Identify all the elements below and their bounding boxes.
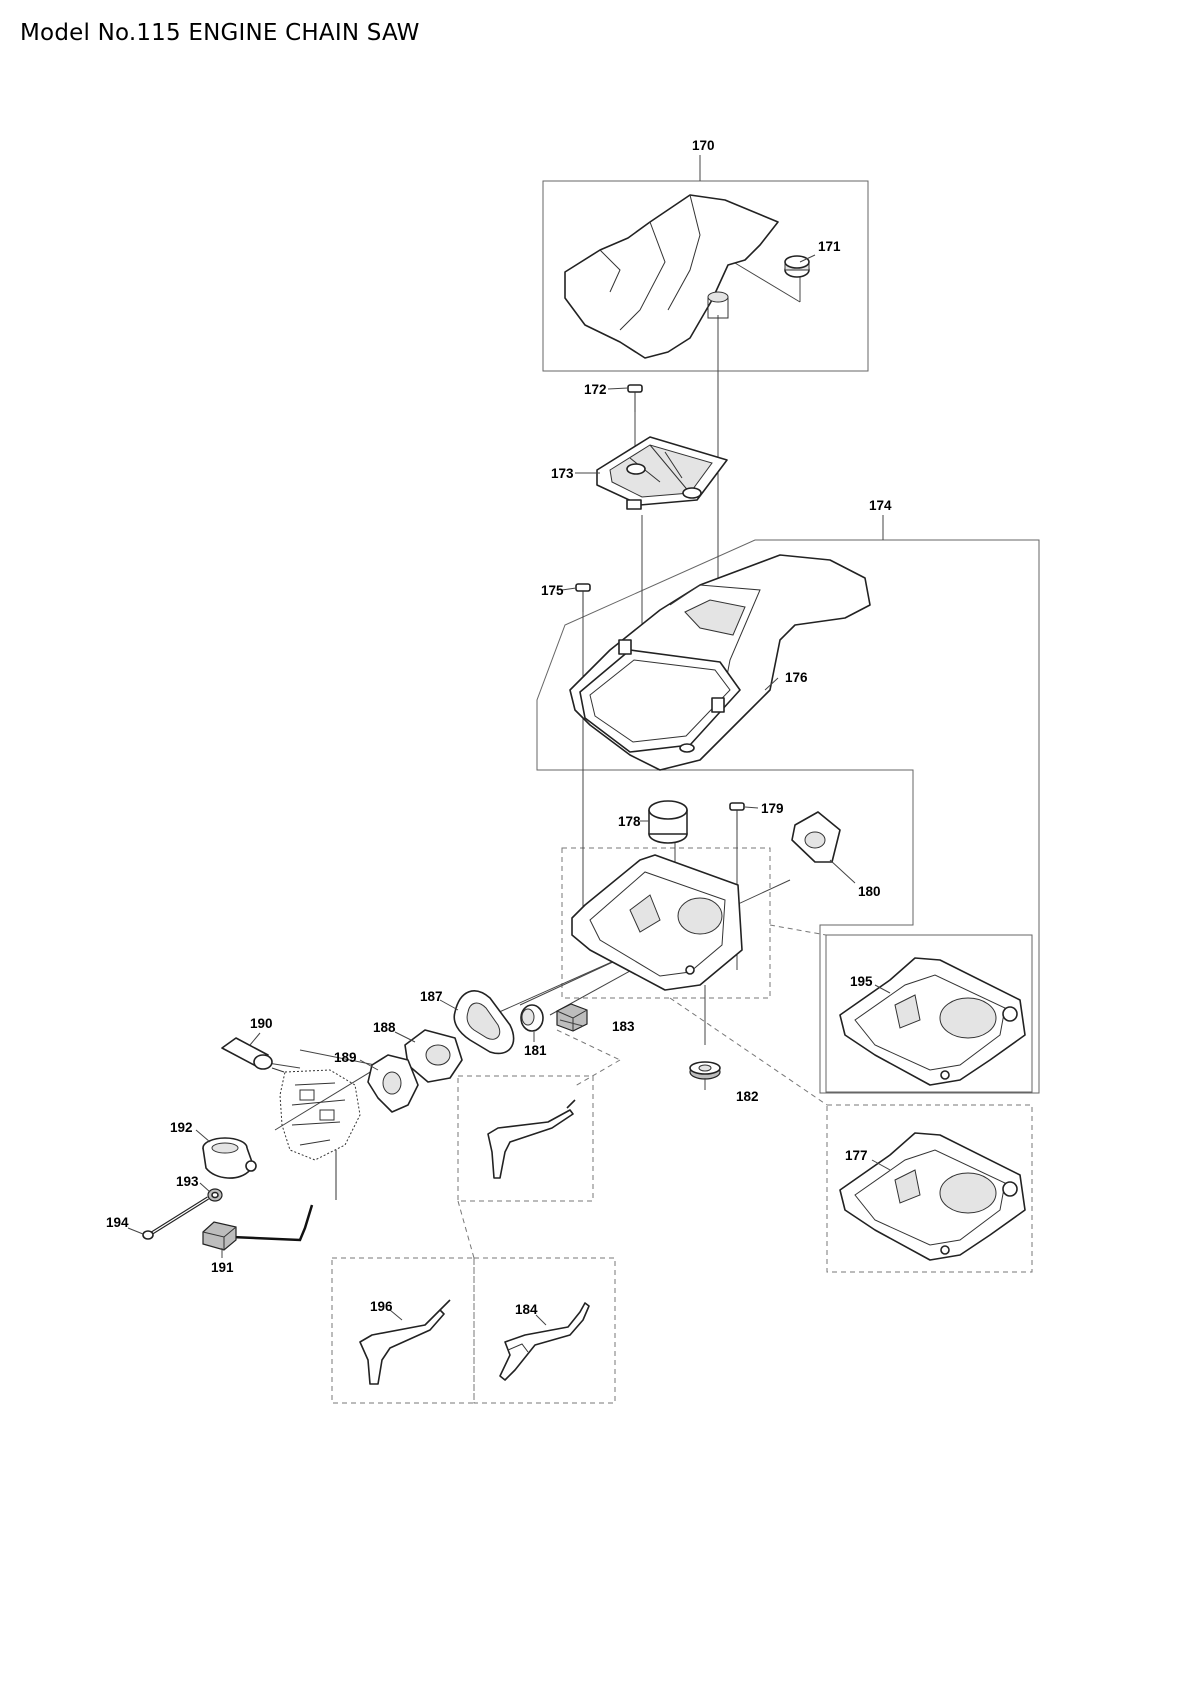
part-carburetor [279,1069,361,1200]
part-178-spacer [648,800,688,844]
label-192: 192 [170,1120,193,1135]
group-box-lever [457,1075,594,1202]
group-box-174 [536,515,1040,1094]
part-187-intake-boot [453,990,515,1055]
label-173: 173 [551,466,574,481]
label-180: 180 [858,884,881,899]
label-187: 187 [420,989,443,1004]
part-lever-boxed [487,1099,576,1179]
label-188: 188 [373,1020,396,1035]
part-177-base-housing [839,1132,1026,1261]
label-181: 181 [524,1043,547,1058]
label-176: 176 [785,670,808,685]
part-192-adapter [202,1137,257,1179]
part-173-air-filter [596,436,728,510]
label-179: 179 [761,801,784,816]
part-196-lever [359,1299,451,1385]
label-184: 184 [515,1302,538,1317]
label-172: 172 [584,382,607,397]
label-170: 170 [692,138,715,153]
page-title: Model No.115 ENGINE CHAIN SAW [20,20,420,46]
group-box-184 [473,1257,616,1404]
label-191: 191 [211,1260,234,1275]
part-188-flange [404,1029,463,1083]
label-182: 182 [736,1089,759,1104]
label-196: 196 [370,1299,393,1314]
part-180-gasket [791,811,841,863]
label-178: 178 [618,814,641,829]
label-175: 175 [541,583,564,598]
group-box-170 [542,155,869,372]
part-189-insulator [367,1054,419,1113]
part-175-screw [575,583,591,612]
label-190: 190 [250,1016,273,1031]
part-183-block [556,1003,588,1032]
part-170-top-cover [564,194,779,359]
label-195: 195 [850,974,873,989]
part-181-bushing [520,1004,544,1032]
part-intake-housing [571,854,743,991]
group-box-intake [561,847,771,999]
part-191-choke-rod [202,1204,314,1251]
part-171-knob [784,255,810,278]
label-193: 193 [176,1174,199,1189]
part-176-cylinder-cover [569,554,871,771]
label-189: 189 [334,1050,357,1065]
part-179-screw [729,802,745,830]
label-194: 194 [106,1215,129,1230]
part-182-grommet [689,1061,721,1080]
label-183: 183 [612,1019,635,1034]
part-194-bolt [142,1196,209,1240]
group-box-177 [826,1104,1033,1273]
label-174: 174 [869,498,892,513]
label-171: 171 [818,239,841,254]
part-184-lever [499,1302,590,1381]
part-190-fuel-line [221,1037,285,1073]
group-box-195 [825,934,1033,1093]
part-195-base-housing [839,957,1026,1086]
label-177: 177 [845,1148,868,1163]
part-172-screw [627,384,643,412]
part-193-washer [207,1188,223,1202]
